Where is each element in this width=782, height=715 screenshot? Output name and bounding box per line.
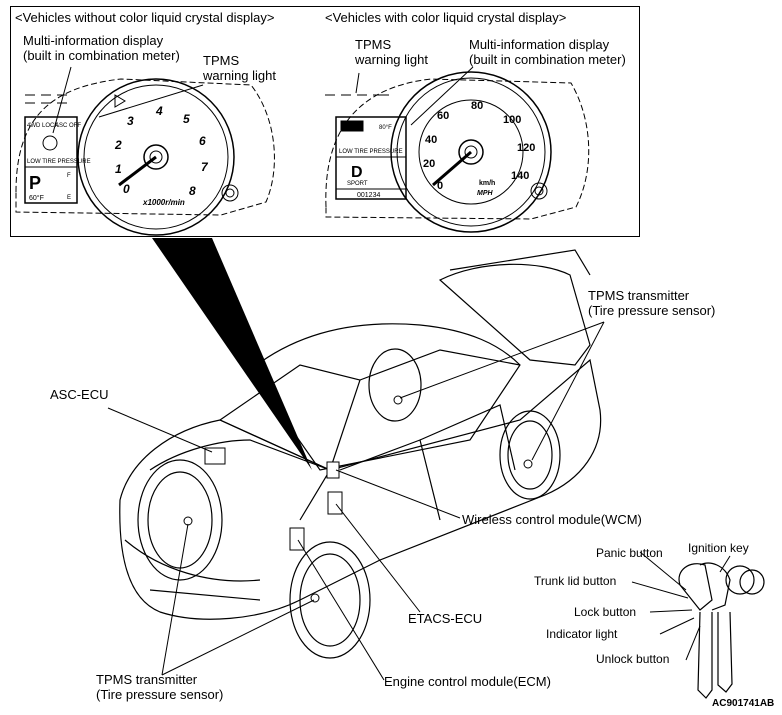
speed-tick-100: 100 [503,114,521,126]
panic-button-label: Panic button [596,546,663,560]
display-temp-right: 80°F [379,125,392,131]
display-low-tire: LOW TIRE PRESSURE [27,159,91,165]
leader-lines [107,321,731,681]
display-asc: ASC OFF [55,123,81,129]
tpms-front-left [183,516,193,526]
speed-tick-120: 120 [517,142,535,154]
rpm-tick-4: 4 [155,104,163,118]
unlock-button-label: Unlock button [596,652,670,666]
callout-wedge [152,238,312,470]
instrument-cluster-inset: 0 1 2 3 4 5 6 7 8 x1000r/min 4WD LOCK AS… [10,6,640,237]
tpms-transmitter-bottom-label: TPMS transmitter (Tire pressure sensor) [96,672,224,702]
etacs-part [327,491,343,515]
left-panel-title: <Vehicles without color liquid crystal d… [15,10,275,25]
etacs-ecu-label: ETACS-ECU [408,611,483,626]
speed-tick-20: 20 [423,158,435,170]
tpms-rear-right [523,459,533,469]
rpm-tick-7: 7 [201,160,209,174]
right-panel-title: <Vehicles with color liquid crystal disp… [325,10,567,25]
rpm-tick-6: 6 [199,134,206,148]
display-gear: P [29,173,41,193]
wcm-part [326,461,340,479]
figure-code: AC901741AB [712,698,775,709]
left-multi-info-label: Multi-information display (built in comb… [23,33,180,63]
display-temp: 60°F [29,194,44,202]
display-sport: SPORT [347,181,368,187]
speed-tick-140: 140 [511,170,529,182]
left-display: 4WD LOCK ASC OFF LOW TIRE PRESSURE P 60°… [27,123,91,202]
rpm-tick-5: 5 [183,112,190,126]
right-gauge-ticks: 0 20 40 60 80 100 120 140 km/h MPH [423,100,535,197]
ecm-label: Engine control module(ECM) [384,674,551,689]
display-gear-right: D [351,164,363,181]
speed-tick-60: 60 [437,110,449,122]
display-e: E [67,195,71,201]
speed-unit-mph: MPH [477,190,494,197]
display-f: F [67,173,71,179]
right-display: 80°F LOW TIRE PRESSURE D SPORT 001234 [339,125,403,199]
speed-unit-km: km/h [479,180,495,187]
display-odo: 001234 [357,192,380,199]
tpms-transmitter-top-label: TPMS transmitter (Tire pressure sensor) [588,288,716,318]
ignition-key-label: Ignition key [688,541,749,555]
speed-tick-0: 0 [437,180,443,192]
car-body [119,249,602,659]
wcm-label: Wireless control module(WCM) [462,512,642,527]
speed-tick-40: 40 [425,134,437,146]
inset-leaders [52,66,474,134]
rpm-tick-2: 2 [114,138,122,152]
asc-ecu-label: ASC-ECU [50,387,109,402]
lock-button-label: Lock button [574,605,637,619]
indicator-light-label: Indicator light [546,627,618,641]
rpm-tick-0: 0 [123,182,130,196]
rpm-tick-8: 8 [189,184,196,198]
rpm-tick-3: 3 [127,114,134,128]
inset-svg: 0 1 2 3 4 5 6 7 8 x1000r/min 4WD LOCK AS… [15,66,590,236]
rpm-tick-1: 1 [115,162,122,176]
asc-ecu-part [204,447,226,465]
right-multi-info-label: Multi-information display (built in comb… [469,37,626,67]
right-cluster-drawing [325,71,590,233]
display-4wd: 4WD LOCK [27,123,58,129]
rpm-unit: x1000r/min [142,198,185,207]
display-low-tire-right: LOW TIRE PRESSURE [339,149,403,155]
left-cluster-drawing [15,78,275,236]
left-gauge-ticks: 0 1 2 3 4 5 6 7 8 x1000r/min [114,104,209,207]
left-tpms-light-label: TPMS warning light [203,53,276,83]
ignition-key-drawing [678,562,765,699]
speed-tick-80: 80 [471,100,483,112]
trunk-lid-button-label: Trunk lid button [534,574,617,588]
right-tpms-light-label: TPMS warning light [355,37,428,67]
